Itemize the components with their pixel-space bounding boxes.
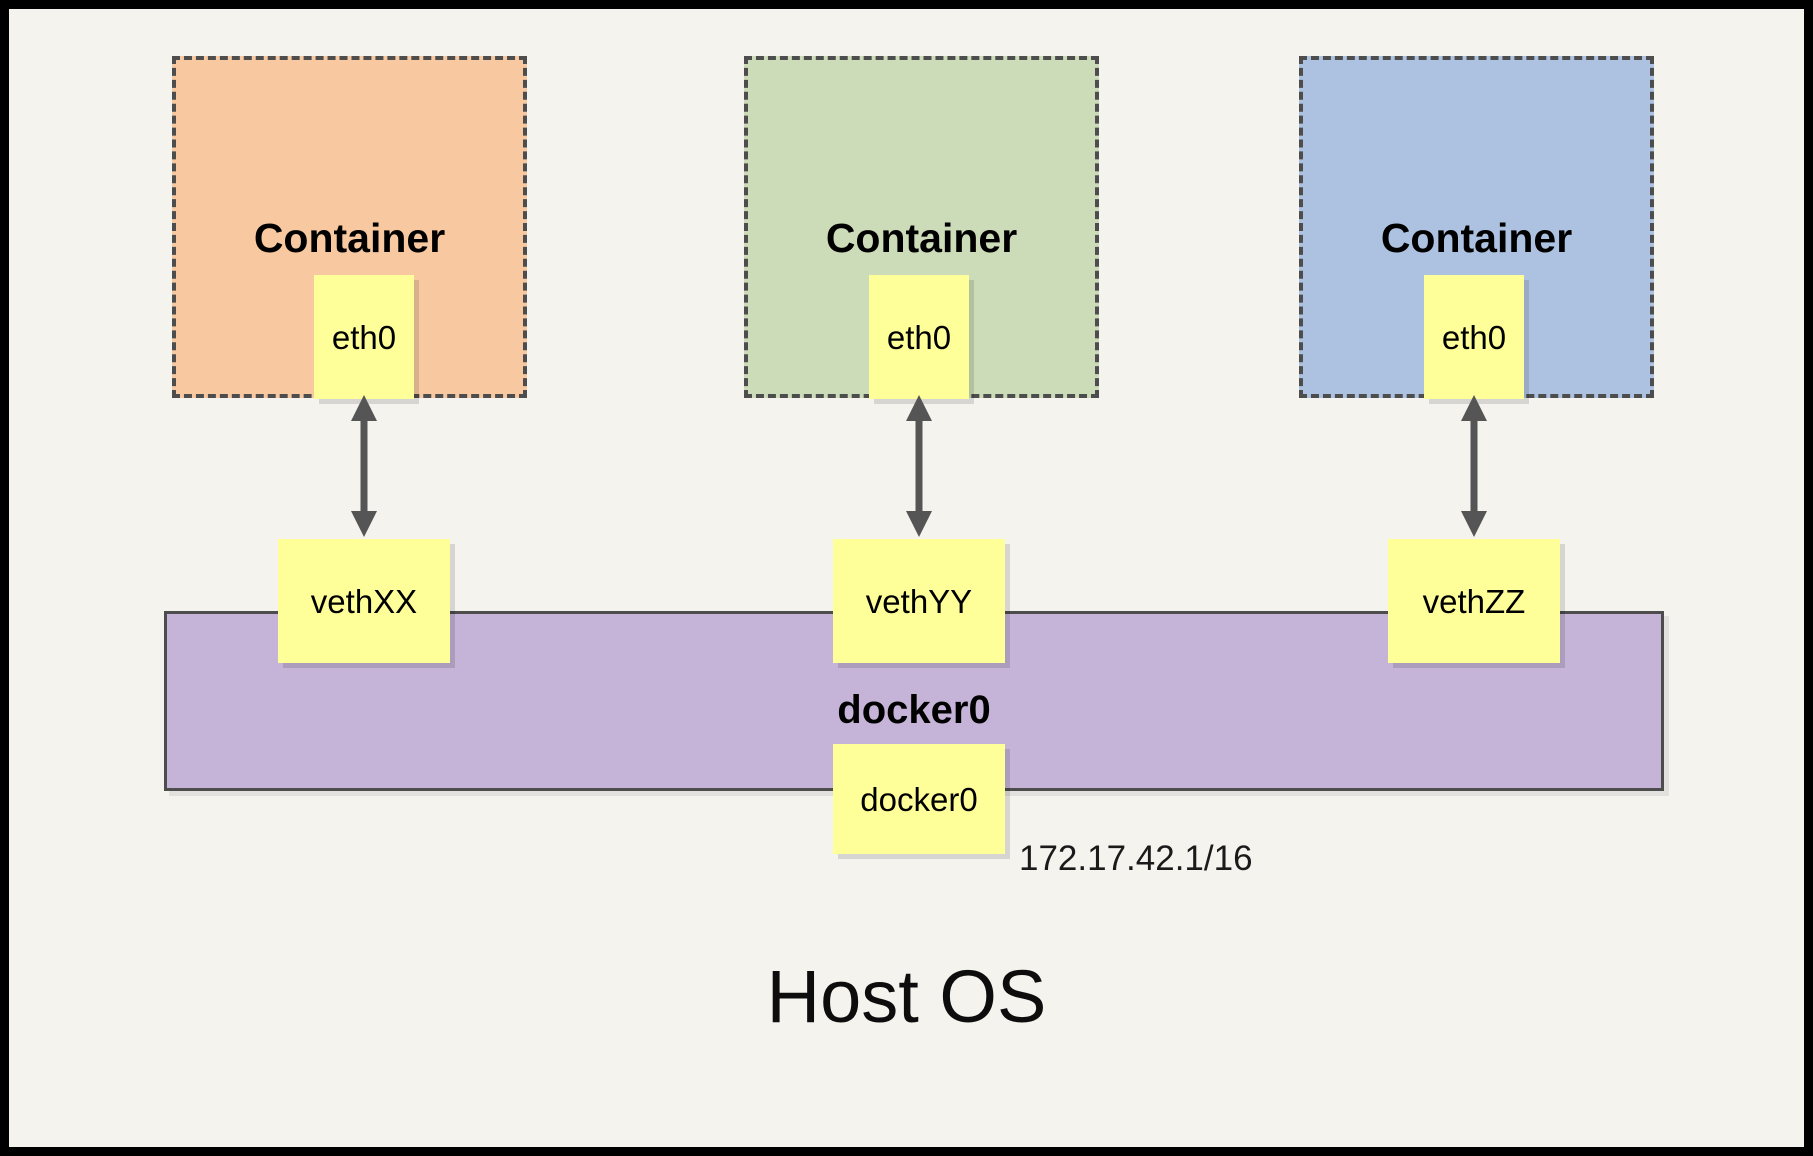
veth-link-arrow-1 xyxy=(348,395,380,537)
veth-box-2: vethYY xyxy=(833,539,1005,663)
veth-box-3: vethZZ xyxy=(1388,539,1560,663)
veth-label-1: vethXX xyxy=(310,582,418,620)
veth-link-arrow-2 xyxy=(903,395,935,537)
container-title-2: Container xyxy=(825,215,1018,261)
container-title-3: Container xyxy=(1380,215,1573,261)
eth0-label-1: eth0 xyxy=(331,318,397,356)
docker0-interface-box: docker0 xyxy=(833,744,1005,854)
host-os-label: Host OS xyxy=(766,955,1047,1038)
veth-label-2: vethYY xyxy=(865,582,973,620)
docker0-interface-label: docker0 xyxy=(860,780,978,818)
veth-box-1: vethXX xyxy=(278,539,450,663)
veth-link-arrow-3 xyxy=(1458,395,1490,537)
veth-label-3: vethZZ xyxy=(1422,582,1526,620)
eth0-box-1: eth0 xyxy=(314,275,414,399)
docker0-bridge-label: docker0 xyxy=(837,688,991,732)
diagram-stage: Container eth0 Container eth0 Container … xyxy=(9,9,1804,1147)
eth0-box-2: eth0 xyxy=(869,275,969,399)
container-title-1: Container xyxy=(253,215,446,261)
eth0-box-3: eth0 xyxy=(1424,275,1524,399)
eth0-label-3: eth0 xyxy=(1441,318,1507,356)
docker0-ip-label: 172.17.42.1/16 xyxy=(1019,839,1253,878)
eth0-label-2: eth0 xyxy=(886,318,952,356)
